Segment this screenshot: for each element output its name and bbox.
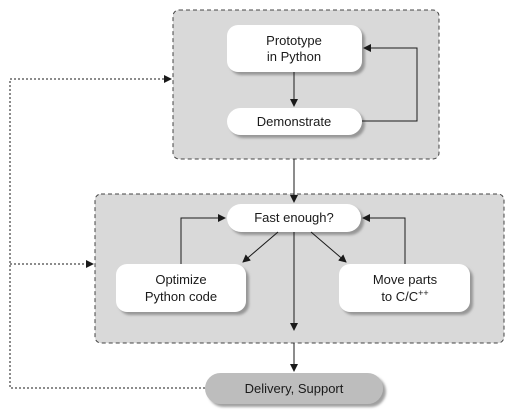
dotted-feedback-delivery-to-left	[9, 79, 205, 389]
optimize-node	[116, 264, 246, 312]
optimize-label-line1: Optimize	[155, 272, 206, 287]
move-parts-label-sup: ++	[418, 288, 429, 298]
demonstrate-label: Demonstrate	[257, 114, 331, 129]
move-parts-label-line2: to C/C++	[381, 288, 428, 304]
prototype-label-line2: in Python	[267, 49, 321, 64]
prototype-label-line1: Prototype	[266, 33, 322, 48]
move-parts-node	[339, 264, 470, 312]
delivery-support-node	[205, 373, 383, 404]
arrow-fast-enough-to-optimize	[242, 231, 279, 263]
arrow-move-parts-loop-back	[362, 214, 406, 264]
arrow-demonstrate-loop-back	[362, 44, 418, 122]
demonstrate-node	[227, 108, 362, 135]
fast-enough-label: Fast enough?	[254, 210, 334, 225]
fast-enough-node	[227, 204, 361, 232]
prototype-node	[227, 25, 362, 72]
move-parts-label-base: to C/C	[381, 289, 418, 304]
arrow-optimize-loop-back	[180, 214, 226, 264]
arrow-fast-enough-to-move-parts	[310, 231, 347, 263]
delivery-support-label: Delivery, Support	[245, 381, 344, 396]
move-parts-label-line1: Move parts	[373, 272, 438, 287]
optimize-label-line2: Python code	[145, 289, 217, 304]
